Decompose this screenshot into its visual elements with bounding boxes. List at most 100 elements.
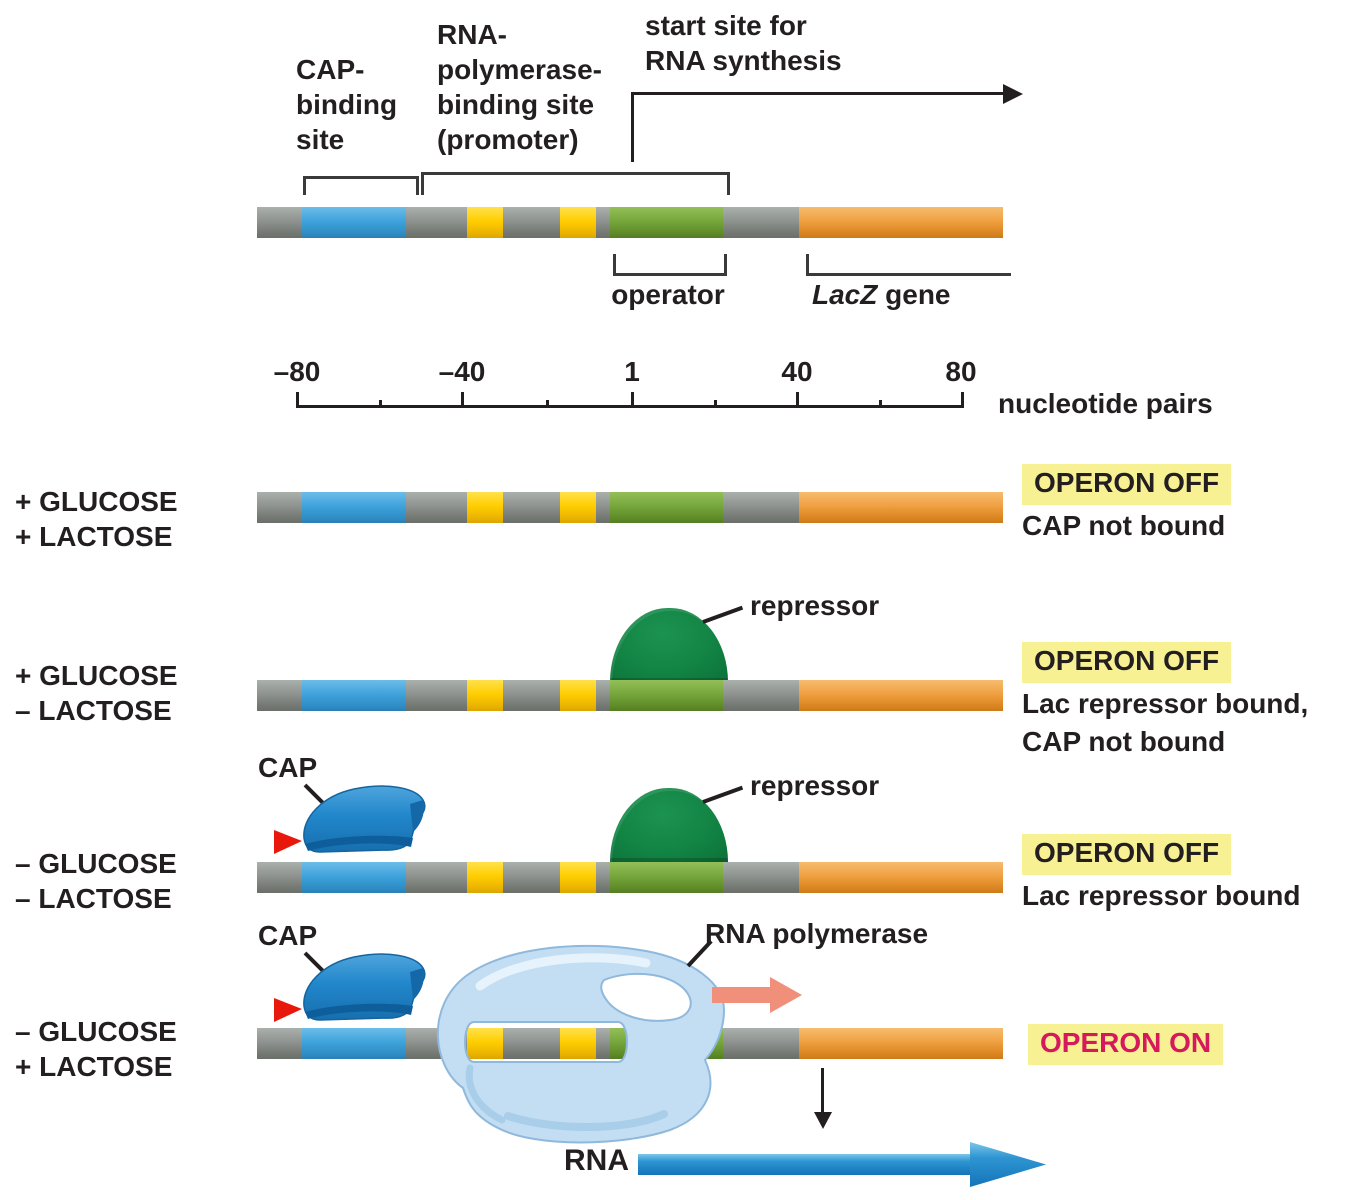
scale-tick-minor bbox=[379, 400, 382, 408]
lacz-bracket bbox=[806, 254, 1011, 276]
row1-note: CAP not bound bbox=[1022, 510, 1226, 541]
dna-segment-blue bbox=[301, 1028, 407, 1059]
dna-segment-gray bbox=[406, 862, 467, 893]
dna-segment-blue bbox=[301, 862, 407, 893]
dna-bar bbox=[257, 680, 1003, 711]
dna-segment-yellow bbox=[466, 207, 504, 238]
operator-label: operator bbox=[611, 279, 725, 310]
dna-segment-green bbox=[609, 492, 724, 523]
rna-label: RNA bbox=[564, 1144, 629, 1177]
cap-pointer-red-icon bbox=[274, 998, 302, 1022]
repressor-label: repressor bbox=[750, 590, 880, 621]
rna-output-arrow-stem bbox=[821, 1068, 824, 1114]
scale-tick bbox=[296, 392, 299, 408]
dna-segment-gray bbox=[503, 1028, 560, 1059]
transcription-direction-arrow-icon bbox=[712, 977, 802, 1013]
dna-segment-gray bbox=[596, 680, 610, 711]
scale-label-80: 80 bbox=[945, 356, 977, 387]
dna-segment-gray bbox=[596, 862, 610, 893]
dna-segment-green bbox=[609, 680, 724, 711]
dna-segment-gray bbox=[596, 492, 610, 523]
rna-output-arrow-head-icon bbox=[814, 1112, 832, 1129]
dna-segment-yellow bbox=[466, 1028, 504, 1059]
lacz-gene-label: LacZ gene bbox=[812, 277, 951, 312]
dna-segment-green bbox=[609, 862, 724, 893]
scale-axis bbox=[297, 405, 964, 408]
dna-segment-gray bbox=[257, 862, 302, 893]
row3-condition: – GLUCOSE – LACTOSE bbox=[15, 848, 177, 914]
promoter-label: RNA- polymerase- binding site (promoter) bbox=[437, 19, 602, 155]
row1-status-badge: OPERON OFF bbox=[1022, 464, 1232, 505]
row4-status-badge: OPERON ON bbox=[1028, 1024, 1224, 1065]
dna-segment-gray bbox=[257, 680, 302, 711]
dna-segment-orange bbox=[799, 862, 1003, 893]
cap-pointer-red-icon bbox=[274, 830, 302, 854]
dna-segment-orange bbox=[799, 680, 1003, 711]
row2-note2: CAP not bound bbox=[1022, 726, 1226, 757]
dna-bar bbox=[257, 862, 1003, 893]
cap-protein bbox=[274, 785, 426, 854]
dna-segment-green bbox=[609, 207, 724, 238]
dna-segment-yellow bbox=[559, 207, 597, 238]
dna-segment-gray bbox=[596, 1028, 610, 1059]
dna-segment-yellow bbox=[559, 1028, 597, 1059]
repressor-label: repressor bbox=[750, 770, 880, 801]
dna-segment-orange bbox=[799, 207, 1003, 238]
dna-bar bbox=[257, 492, 1003, 523]
repressor-callout-line bbox=[702, 605, 744, 624]
row3-note: Lac repressor bound bbox=[1022, 880, 1301, 911]
scale-tick bbox=[461, 392, 464, 408]
dna-segment-yellow bbox=[466, 492, 504, 523]
dna-segment-yellow bbox=[559, 862, 597, 893]
dna-segment-gray bbox=[596, 207, 610, 238]
lacz-italic: LacZ bbox=[812, 279, 878, 310]
dna-segment-gray bbox=[406, 207, 467, 238]
dna-segment-gray bbox=[257, 492, 302, 523]
dna-segment-orange bbox=[799, 1028, 1003, 1059]
promoter-bracket bbox=[421, 172, 730, 195]
dna-segment-gray bbox=[503, 680, 560, 711]
row1-condition: + GLUCOSE + LACTOSE bbox=[15, 486, 178, 552]
dna-segment-gray bbox=[406, 680, 467, 711]
dna-segment-gray bbox=[723, 862, 800, 893]
cap-binding-site-label: CAP- binding site bbox=[296, 54, 398, 155]
dna-segment-gray bbox=[503, 492, 560, 523]
scale-tick-minor bbox=[879, 400, 882, 408]
dna-segment-gray bbox=[723, 207, 800, 238]
row2-note1: Lac repressor bound, bbox=[1022, 688, 1309, 719]
dna-segment-yellow bbox=[466, 680, 504, 711]
row3-status-badge: OPERON OFF bbox=[1022, 834, 1232, 875]
start-site-arrow-stem bbox=[631, 92, 634, 162]
scale-tick bbox=[961, 392, 964, 408]
row4-condition: – GLUCOSE + LACTOSE bbox=[15, 1016, 177, 1082]
scale-label-40: 40 bbox=[781, 356, 813, 387]
scale-tick-minor bbox=[714, 400, 717, 408]
rna-polymerase-label: RNA polymerase bbox=[705, 918, 929, 949]
operator-bracket bbox=[613, 254, 727, 276]
dna-segment-blue bbox=[301, 492, 407, 523]
scale-label-minus80: –80 bbox=[273, 356, 321, 387]
dna-segment-gray bbox=[257, 1028, 302, 1059]
dna-segment-gray bbox=[257, 207, 302, 238]
scale-tick bbox=[631, 392, 634, 408]
dna-segment-yellow bbox=[559, 680, 597, 711]
rna-arrow-icon bbox=[638, 1142, 1046, 1187]
dna-bar bbox=[257, 1028, 1003, 1059]
start-site-label: start site for RNA synthesis bbox=[645, 10, 842, 76]
dna-segment-gray bbox=[406, 492, 467, 523]
dna-segment-gray bbox=[723, 680, 800, 711]
start-site-arrow-head-icon bbox=[1003, 84, 1023, 104]
row4-cap-label: CAP bbox=[258, 920, 318, 951]
dna-segment-blue bbox=[301, 680, 407, 711]
dna-segment-orange bbox=[799, 492, 1003, 523]
scale-label-1: 1 bbox=[624, 356, 640, 387]
row3-cap-label: CAP bbox=[258, 752, 318, 783]
dna-segment-gray bbox=[723, 492, 800, 523]
row2-status-badge: OPERON OFF bbox=[1022, 642, 1232, 683]
dna-bar bbox=[257, 207, 1003, 238]
cap-site-bracket bbox=[303, 176, 419, 195]
cap-protein bbox=[274, 953, 426, 1022]
nucleotide-pairs-label: nucleotide pairs bbox=[998, 388, 1213, 419]
scale-tick bbox=[796, 392, 799, 408]
